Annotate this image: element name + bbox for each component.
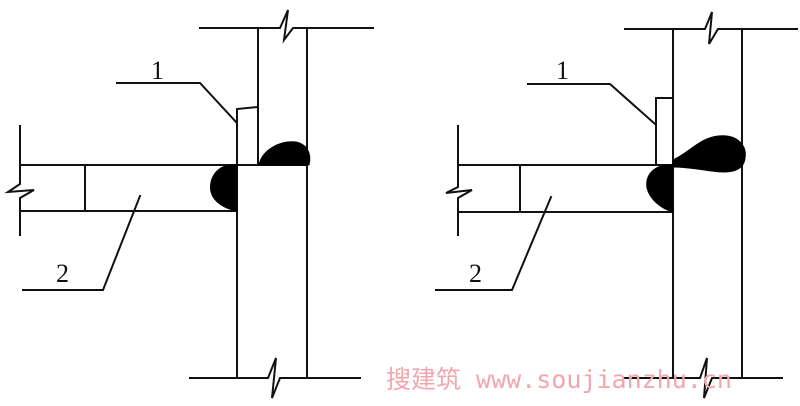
backing-strip [655,97,674,166]
leader-1 [116,82,238,124]
leader-1 [527,83,657,126]
backing-strip [236,105,260,166]
watermark: 搜建筑 www.soujianzhu.cn [386,365,732,394]
weld-beam [646,164,674,213]
left-figure: 1 2 [4,9,374,399]
column-top-edge [624,11,798,45]
column-bottom-edge [189,357,361,399]
column-top-edge [199,9,374,44]
label-2: 2 [56,259,69,288]
right-figure: 1 2 [435,11,798,399]
label-2: 2 [469,259,482,288]
leader-2 [22,194,142,291]
weld-beam [209,164,238,212]
leader-2 [435,195,553,291]
label-1: 1 [556,56,569,85]
weld-column [258,141,311,166]
beam-break-line [4,125,35,236]
label-1: 1 [151,56,164,85]
column-bottom-edge [624,357,783,399]
beam-break-line [445,125,473,236]
weld-column [672,135,746,173]
